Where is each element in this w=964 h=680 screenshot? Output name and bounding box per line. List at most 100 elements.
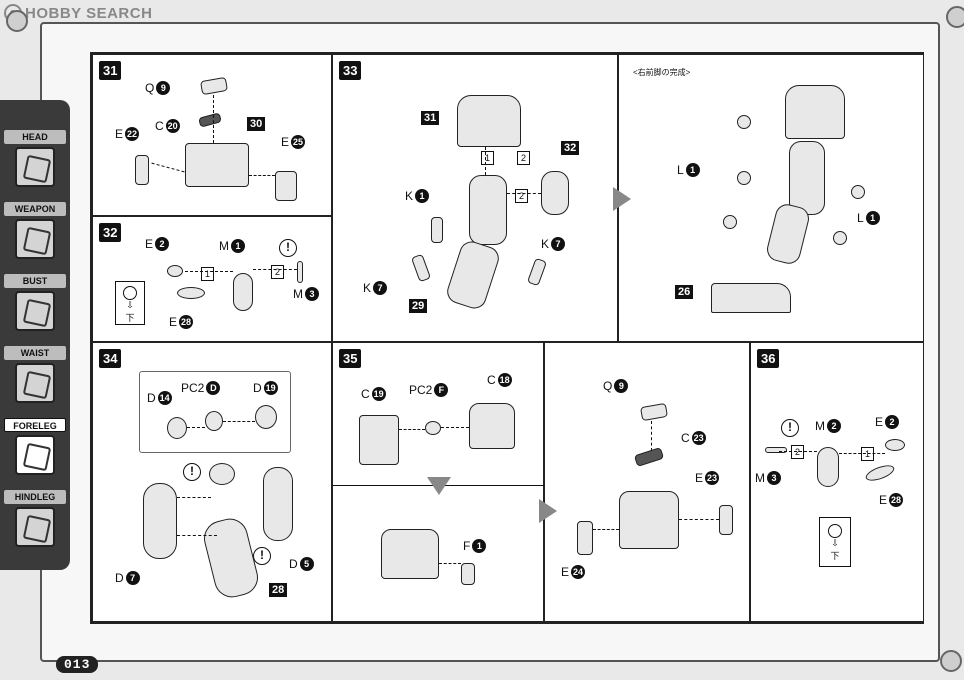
part-assembly-28 [200,514,262,602]
step-number: 31 [99,61,122,80]
guide-line [249,175,275,176]
part-sub-assembly [209,463,235,485]
part-k7-left [410,253,432,283]
circle-icon [123,286,137,300]
sidebar-item-weapon[interactable]: WEAPON [4,202,66,270]
part-m2 [817,447,839,487]
guide-line [651,421,652,451]
part-m3 [297,261,303,283]
part-e24 [577,521,593,555]
sidebar-item-label: HEAD [4,130,66,144]
sidebar-item-head[interactable]: HEAD [4,130,66,198]
guide-line [593,529,619,530]
assembly-number: 32 [561,141,580,155]
step-number: 32 [99,223,122,242]
part-l1 [851,185,865,199]
orientation-text: 下 [125,313,135,323]
part-c23 [633,446,665,468]
weapon-icon [15,219,55,259]
hindleg-icon [15,507,55,547]
caution-icon: ! [253,547,271,565]
step-number: 36 [757,349,780,368]
guide-line [441,427,469,428]
guide-line [223,421,255,422]
foreleg-icon [15,435,55,475]
part-q9 [639,402,669,422]
sequence-marker: 2 [515,189,529,203]
part-leg-lower [764,201,812,267]
sidebar-item-foreleg[interactable]: FORELEG [4,418,66,486]
sequence-marker: 2 [517,151,531,165]
next-arrow-icon [613,187,631,211]
guide-line [213,95,214,143]
part-shoulder [785,85,845,139]
part-assembly-32 [541,171,569,215]
section-sidebar: HEAD WEAPON BUST WAIST FORELEG HINDLEG [0,100,70,570]
part-l1 [833,231,847,245]
guide-line [779,451,817,452]
sidebar-item-hindleg[interactable]: HINDLEG [4,490,66,558]
part-assembly-26 [711,283,791,313]
circle-icon [828,524,842,538]
part-k1 [431,217,443,243]
part-d19 [255,405,277,429]
part-k7-right [526,257,548,287]
sidebar-item-label: HINDLEG [4,490,66,504]
part-l1 [737,115,751,129]
part-e28 [177,287,205,299]
assembly-number: 29 [409,299,428,313]
waist-icon [15,363,55,403]
part-e2 [167,265,183,277]
guide-line [185,271,233,272]
corner-bolt-icon [946,6,964,28]
part-assembly-31 [457,95,521,147]
step-number: 33 [339,61,362,80]
caution-icon: ! [781,419,799,437]
head-icon [15,147,55,187]
guide-line [507,193,541,194]
sidebar-item-label: WEAPON [4,202,66,216]
part-c20 [198,112,222,128]
orientation-text: 下 [830,551,840,561]
sidebar-item-bust[interactable]: BUST [4,274,66,342]
watermark-text: HOBBY SEARCH [25,4,153,22]
sequence-marker: 2 [791,445,805,459]
part-e25 [275,171,297,201]
part-e2 [885,439,905,451]
part-assembly-29 [444,238,502,312]
guide-line [177,497,211,498]
part-q9 [199,76,229,96]
assembly-number: 26 [675,285,694,299]
next-arrow-icon [539,499,557,523]
part-c18 [469,403,515,449]
caution-icon: ! [279,239,297,257]
sidebar-item-waist[interactable]: WAIST [4,346,66,414]
